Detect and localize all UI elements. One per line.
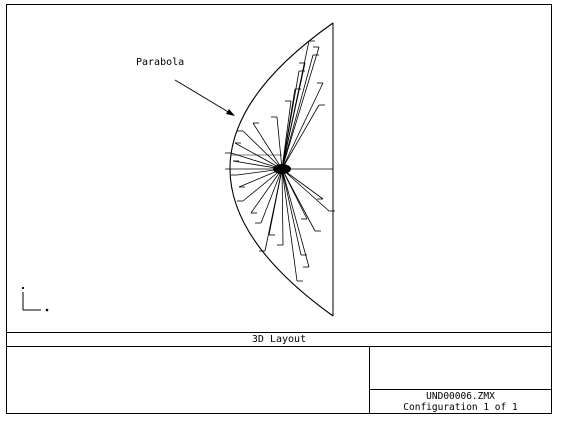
ray — [242, 168, 283, 202]
plot-area: Parabola — [7, 5, 551, 332]
ray — [281, 168, 316, 232]
title-block: UND00006.ZMX Configuration 1 of 1 — [7, 347, 551, 413]
ray — [276, 116, 283, 170]
title-block-right: UND00006.ZMX Configuration 1 of 1 — [369, 347, 551, 413]
focal-point — [273, 164, 291, 174]
file-name: UND00006.ZMX — [426, 391, 495, 402]
ray — [260, 168, 283, 224]
annotation-arrow — [174, 79, 231, 114]
file-info: UND00006.ZMX Configuration 1 of 1 — [370, 389, 551, 413]
ray — [281, 168, 284, 246]
ray — [281, 82, 324, 170]
parabola-label: Parabola — [136, 57, 185, 68]
ray — [242, 130, 283, 170]
ray — [281, 168, 324, 200]
ray — [281, 168, 298, 282]
annotation-arrowhead-icon — [226, 109, 235, 116]
ray — [264, 168, 283, 252]
axis-triad-icon — [21, 286, 49, 312]
ray — [250, 168, 283, 214]
ray — [281, 62, 306, 170]
layout-title: 3D Layout — [7, 332, 551, 347]
configuration-label: Configuration 1 of 1 — [403, 402, 518, 413]
ray — [281, 104, 320, 170]
ray — [281, 168, 310, 268]
ray-diagram — [21, 22, 335, 317]
layout-frame: Parabola 3D Layout UND00006.ZMX Configur… — [6, 4, 552, 414]
ray-bundle — [225, 40, 335, 282]
ray — [230, 152, 283, 170]
ray — [281, 54, 314, 170]
ray — [281, 168, 302, 256]
ray — [281, 46, 320, 170]
ray — [281, 168, 330, 212]
ray — [252, 122, 283, 170]
ray — [281, 100, 292, 170]
ray — [234, 142, 283, 170]
